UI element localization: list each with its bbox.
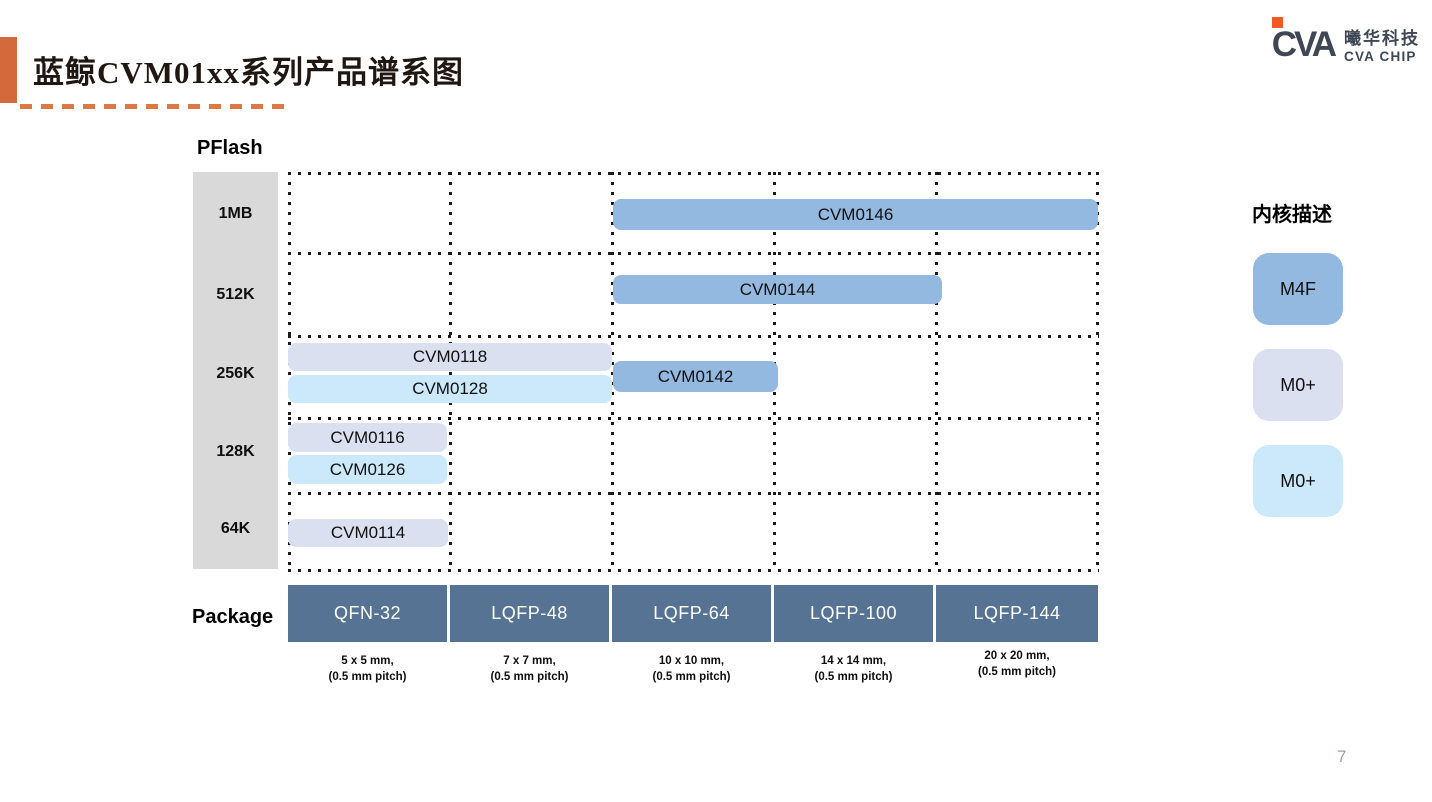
package-dimensions-lqfp144: 20 x 20 mm, (0.5 mm pitch) bbox=[936, 649, 1098, 680]
product-bar-cvm0118: CVM0118 bbox=[288, 343, 612, 371]
grid-line-horizontal bbox=[288, 172, 1099, 175]
product-bar-cvm0126: CVM0126 bbox=[288, 455, 447, 484]
grid-line-horizontal bbox=[288, 417, 1099, 420]
package-pitch: (0.5 mm pitch) bbox=[652, 670, 731, 683]
package-dimensions-lqfp64: 10 x 10 mm, (0.5 mm pitch) bbox=[612, 654, 771, 685]
grid-line-horizontal bbox=[288, 492, 1099, 495]
package-header-lqfp100: LQFP-100 bbox=[774, 585, 933, 642]
package-header-lqfp144: LQFP-144 bbox=[936, 585, 1098, 642]
package-pitch: (0.5 mm pitch) bbox=[490, 670, 569, 683]
package-header-qfn32: QFN-32 bbox=[288, 585, 447, 642]
page-number: 7 bbox=[1337, 747, 1347, 766]
product-bar-cvm0144: CVM0144 bbox=[613, 275, 942, 304]
title-underline-dashes bbox=[20, 104, 290, 109]
flash-size-64k: 64K bbox=[220, 520, 251, 537]
product-matrix-grid: CVM0146 CVM0144 CVM0118 CVM0128 CVM0142 … bbox=[288, 172, 1099, 572]
package-size: 14 x 14 mm, bbox=[820, 655, 887, 667]
package-size: 10 x 10 mm, bbox=[658, 655, 725, 667]
flash-size-128k: 128K bbox=[216, 443, 255, 460]
package-dimensions-qfn32: 5 x 5 mm, (0.5 mm pitch) bbox=[288, 654, 447, 685]
x-axis-title: Package bbox=[192, 606, 274, 628]
product-bar-cvm0128: CVM0128 bbox=[288, 375, 612, 403]
pflash-axis-column: 1MB 512K 256K 128K 64K bbox=[193, 172, 278, 569]
grid-line-vertical bbox=[611, 172, 614, 572]
cva-logo-mark: CVA bbox=[1271, 17, 1337, 64]
package-header-lqfp64: LQFP-64 bbox=[612, 585, 771, 642]
grid-line-horizontal bbox=[288, 252, 1099, 255]
package-size: 20 x 20 mm, bbox=[984, 650, 1050, 662]
package-size: 5 x 5 mm, bbox=[341, 655, 394, 667]
flash-size-1mb: 1MB bbox=[218, 205, 253, 222]
logo-mark-text: CVA bbox=[1271, 25, 1337, 64]
package-header-lqfp48: LQFP-48 bbox=[450, 585, 609, 642]
company-name-en: CVA CHIP bbox=[1344, 48, 1417, 64]
legend-item-m0plus-1: M0+ bbox=[1253, 349, 1343, 421]
company-logo: CVA 曦华科技 CVA CHIP bbox=[1271, 17, 1420, 64]
package-dimensions-lqfp48: 7 x 7 mm, (0.5 mm pitch) bbox=[450, 654, 609, 685]
legend-item-m0plus-2: M0+ bbox=[1253, 445, 1343, 517]
product-bar-cvm0114: CVM0114 bbox=[288, 519, 448, 547]
product-bar-cvm0146: CVM0146 bbox=[613, 199, 1098, 230]
grid-line-horizontal bbox=[288, 335, 1099, 338]
package-pitch: (0.5 mm pitch) bbox=[978, 665, 1056, 678]
legend-title: 内核描述 bbox=[1252, 204, 1332, 226]
y-axis-title: PFlash bbox=[197, 137, 263, 159]
package-pitch: (0.5 mm pitch) bbox=[328, 670, 407, 683]
grid-line-vertical bbox=[449, 172, 452, 572]
title-accent-bar bbox=[0, 37, 17, 103]
package-pitch: (0.5 mm pitch) bbox=[814, 670, 893, 683]
product-bar-cvm0142: CVM0142 bbox=[613, 361, 778, 392]
flash-size-512k: 512K bbox=[216, 286, 255, 303]
company-name-cn: 曦华科技 bbox=[1344, 29, 1420, 48]
legend-item-m4f: M4F bbox=[1253, 253, 1343, 325]
package-dimensions-lqfp100: 14 x 14 mm, (0.5 mm pitch) bbox=[774, 654, 933, 685]
page-title: 蓝鲸CVM01xx系列产品谱系图 bbox=[33, 55, 465, 90]
product-bar-cvm0116: CVM0116 bbox=[288, 423, 447, 452]
logo-text-block: 曦华科技 CVA CHIP bbox=[1344, 17, 1420, 64]
grid-line-vertical bbox=[935, 172, 938, 572]
logo-orange-square-icon bbox=[1271, 17, 1283, 28]
flash-size-256k: 256K bbox=[216, 365, 255, 382]
grid-line-vertical bbox=[288, 172, 291, 572]
grid-line-vertical bbox=[1096, 172, 1099, 572]
grid-line-horizontal bbox=[288, 569, 1099, 572]
package-size: 7 x 7 mm, bbox=[503, 655, 556, 667]
